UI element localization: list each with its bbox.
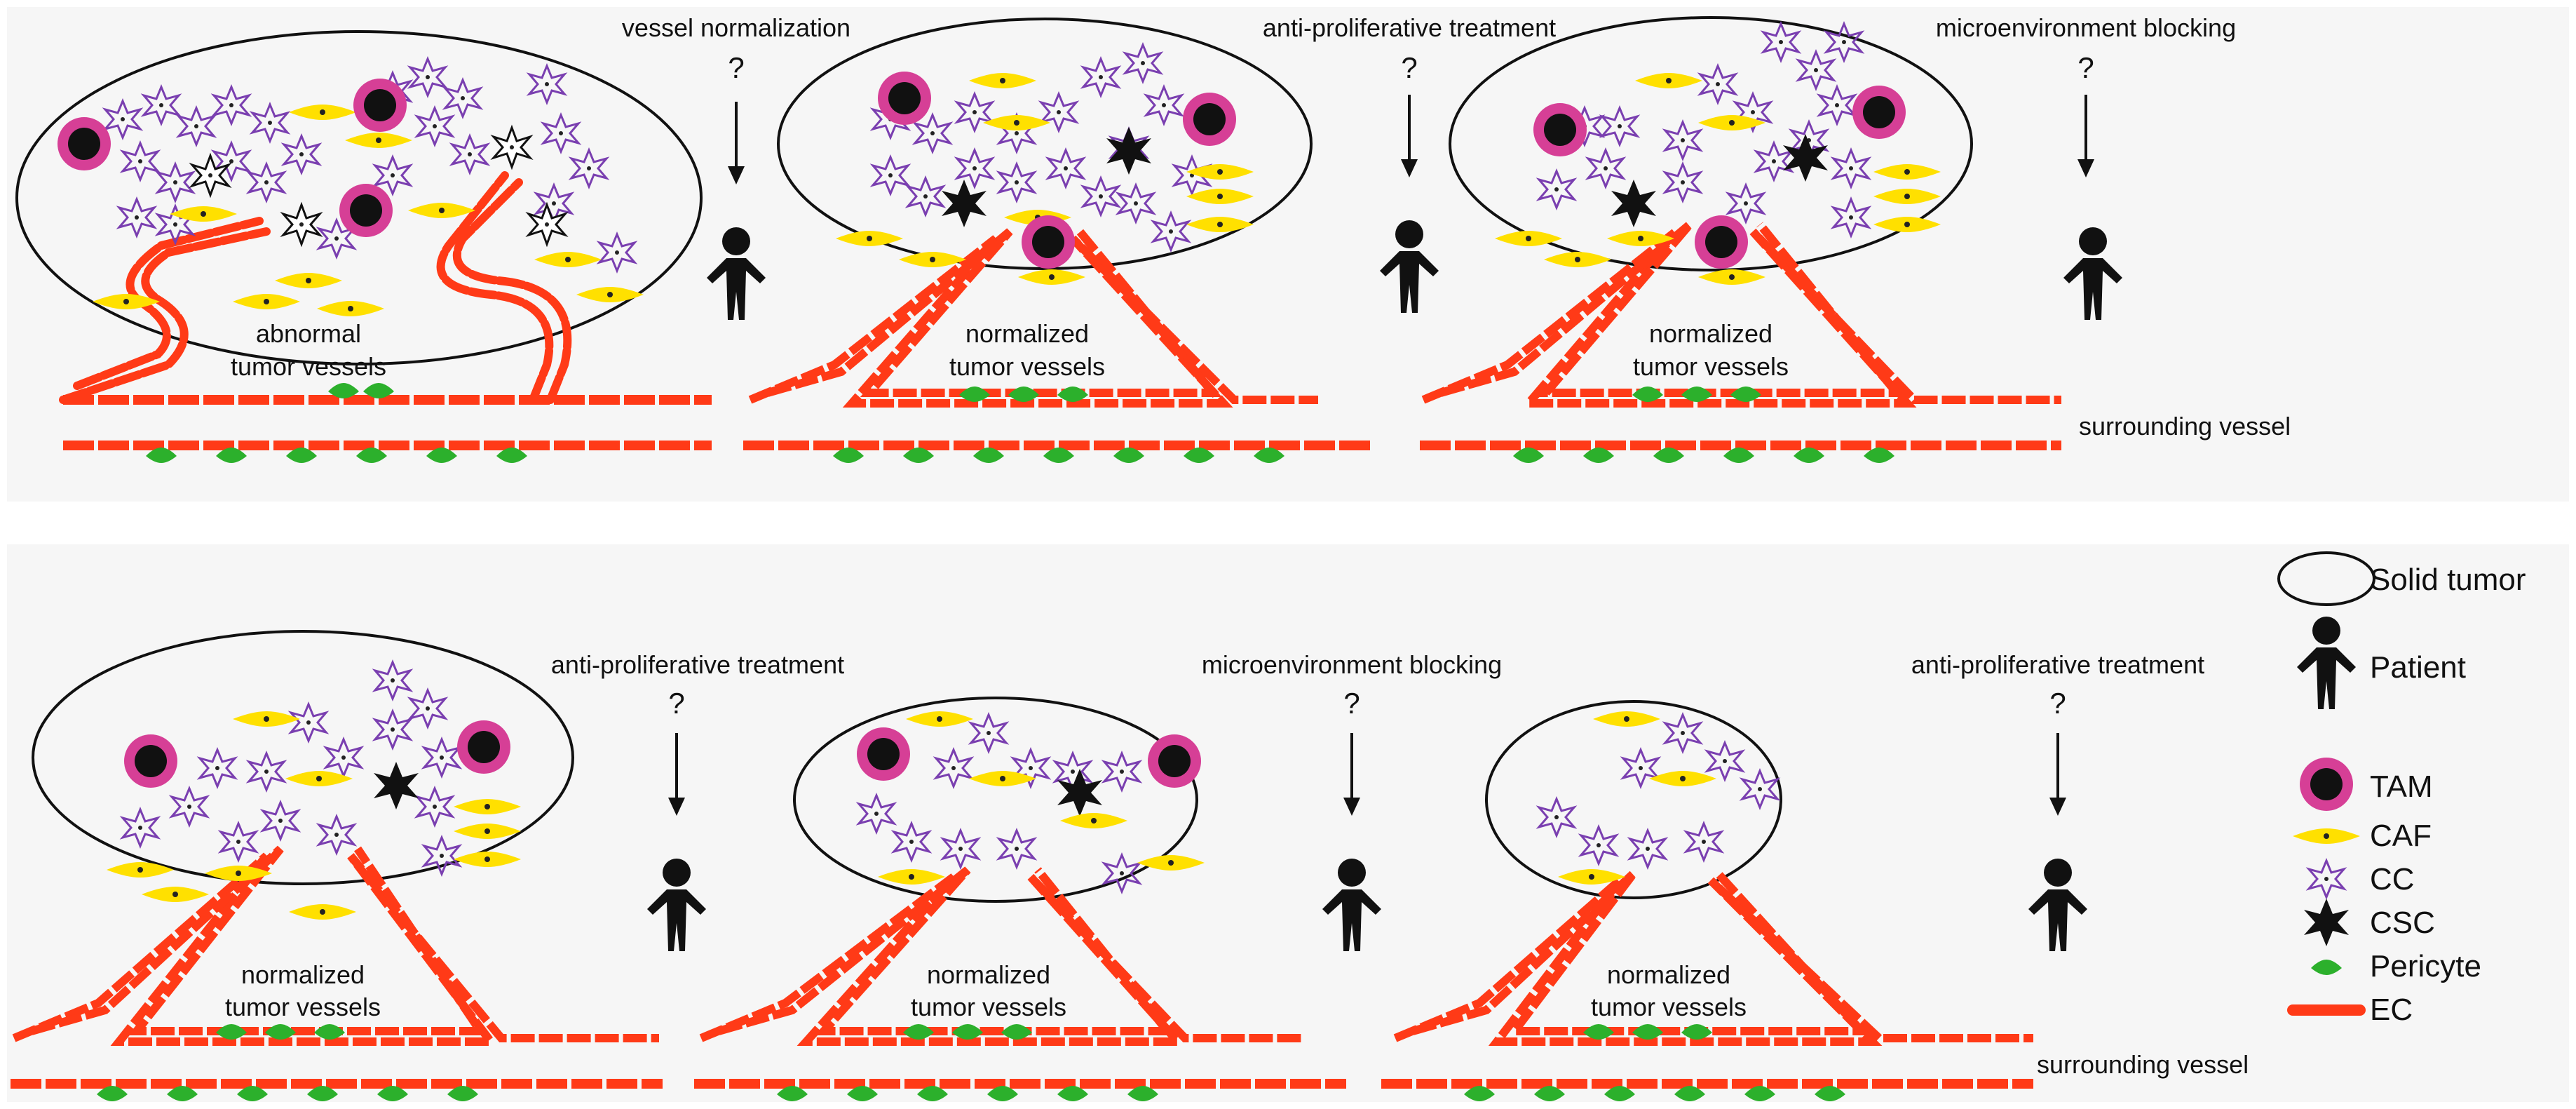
legend-label-solid-tumor: Solid tumor <box>2370 563 2526 597</box>
vessel-label: tumor vessels <box>910 993 1067 1021</box>
macrophage-icon <box>2300 758 2353 811</box>
question-mark: ? <box>728 51 745 84</box>
ellipse-icon <box>2277 551 2375 606</box>
question-mark: ? <box>2049 687 2066 720</box>
scene-normalized-4 <box>694 697 1346 1101</box>
scene-normalized-2 <box>1420 16 2061 463</box>
arrow-icon <box>726 100 746 186</box>
surrounding-vessel-label: surrounding vessel <box>2037 1050 2249 1079</box>
solid-tumor-ellipse <box>793 697 1198 903</box>
question-mark: ? <box>2077 51 2094 84</box>
vessel-label: normalized <box>1606 960 1731 989</box>
step-label: anti-proliferative treatment <box>1262 13 1557 42</box>
vessel-label: normalized <box>1648 319 1773 348</box>
solid-tumor-ellipse <box>32 630 574 885</box>
vessel-label: normalized <box>926 960 1051 989</box>
vessel-label: tumor vessels <box>224 993 381 1021</box>
surrounding-vessel-label: surrounding vessel <box>2079 412 2291 441</box>
vessel-label: tumor vessels <box>1590 993 1747 1021</box>
legend-label-csc: CSC <box>2370 906 2435 940</box>
vessel-label: tumor vessels <box>230 352 387 381</box>
solid-tumor-ellipse <box>15 30 703 365</box>
legend-label-patient: Patient <box>2370 650 2466 685</box>
person-icon <box>2297 617 2356 709</box>
stem-cell-icon <box>2304 899 2349 946</box>
legend <box>2277 551 2375 1016</box>
step-label: microenvironment blocking <box>1935 13 2237 42</box>
vessel-label: abnormal <box>255 319 362 348</box>
normalized-tumor-vessels <box>748 228 1318 408</box>
patient-icon <box>707 227 766 320</box>
legend-label-pericyte: Pericyte <box>2370 949 2481 983</box>
question-mark: ? <box>1343 687 1360 720</box>
legend-label-caf: CAF <box>2370 819 2432 853</box>
solid-tumor-ellipse <box>1449 16 1973 271</box>
step-label: vessel normalization <box>621 13 851 42</box>
vessel-label: tumor vessels <box>1632 352 1789 381</box>
scene-normalized-3 <box>11 630 663 1101</box>
solid-tumor-ellipse <box>1485 700 1782 899</box>
cancer-cell-icon <box>2307 859 2345 899</box>
scene-normalized-5 <box>1381 700 2033 1101</box>
legend-label-tam: TAM <box>2370 769 2433 804</box>
solid-tumor-ellipse <box>777 18 1313 270</box>
pericyte-icon <box>2311 960 2342 975</box>
legend-label-cc: CC <box>2370 862 2415 896</box>
vessel-label: normalized <box>965 319 1090 348</box>
fibroblast-icon <box>2293 828 2360 844</box>
scene-normalized-1 <box>743 18 1374 463</box>
surrounding-vessel-top-1 <box>63 395 712 450</box>
question-mark: ? <box>668 687 685 720</box>
step-label: anti-proliferative treatment <box>550 650 845 679</box>
legend-label-ec: EC <box>2370 993 2413 1027</box>
vessel-label: normalized <box>240 960 365 989</box>
scene-abnormal <box>15 30 712 463</box>
step-label: microenvironment blocking <box>1201 650 1503 679</box>
question-mark: ? <box>1401 51 1418 84</box>
step-label: anti-proliferative treatment <box>1911 650 2205 679</box>
top-panel <box>7 7 2569 502</box>
vessel-label: tumor vessels <box>949 352 1106 381</box>
